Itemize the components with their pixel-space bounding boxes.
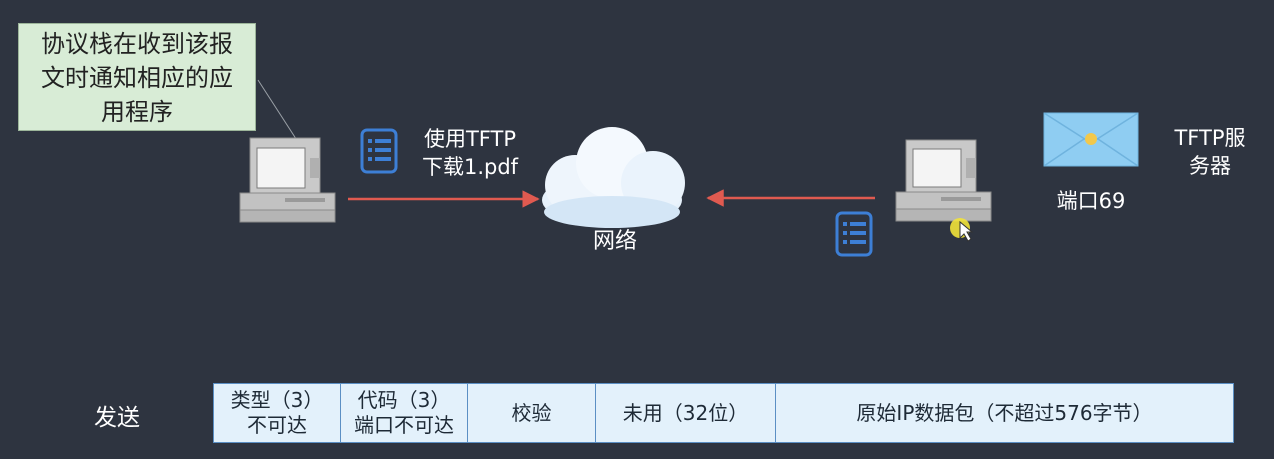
packet-field-code: 代码（3） 端口不可达 [340,383,468,443]
callout-box: 协议栈在收到该报 文时通知相应的应 用程序 [18,23,256,131]
mouse-cursor-icon [959,220,974,242]
network-label: 网络 [592,229,637,254]
send-label: 发送 [94,405,140,431]
cloud-icon [542,127,685,228]
server-title-line1: TFTP服 [1174,126,1246,150]
server-computer-icon [895,139,992,222]
callout-pointer [257,79,301,146]
client-action-label: 使用TFTP 下载1.pdf [408,125,532,181]
packet-field-original-ip: 原始IP数据包（不超过576字节） [775,383,1234,443]
packet-row: 类型（3） 不可达 代码（3） 端口不可达 校验 未用（32位） 原始IP数据包… [213,383,1234,443]
callout-line: 协议栈在收到该报 [41,30,233,58]
icmp-packet-table: 类型（3） 不可达 代码（3） 端口不可达 校验 未用（32位） 原始IP数据包… [213,383,1234,443]
document-icon [360,128,398,174]
client-label-line1: 使用TFTP [423,127,517,151]
callout-line: 用程序 [101,98,173,126]
packet-field-unused: 未用（32位） [595,383,776,443]
port-label: 端口69 [1056,189,1126,213]
callout-line: 文时通知相应的应 [41,64,233,92]
server-title-line2: 务器 [1189,154,1231,178]
packet-field-checksum: 校验 [467,383,596,443]
client-computer-icon [239,137,336,223]
packet-field-type: 类型（3） 不可达 [213,383,341,443]
envelope-icon [1043,112,1139,167]
server-title: TFTP服 务器 [1160,124,1260,180]
document-icon [835,211,873,257]
client-label-line2: 下载1.pdf [421,155,519,179]
